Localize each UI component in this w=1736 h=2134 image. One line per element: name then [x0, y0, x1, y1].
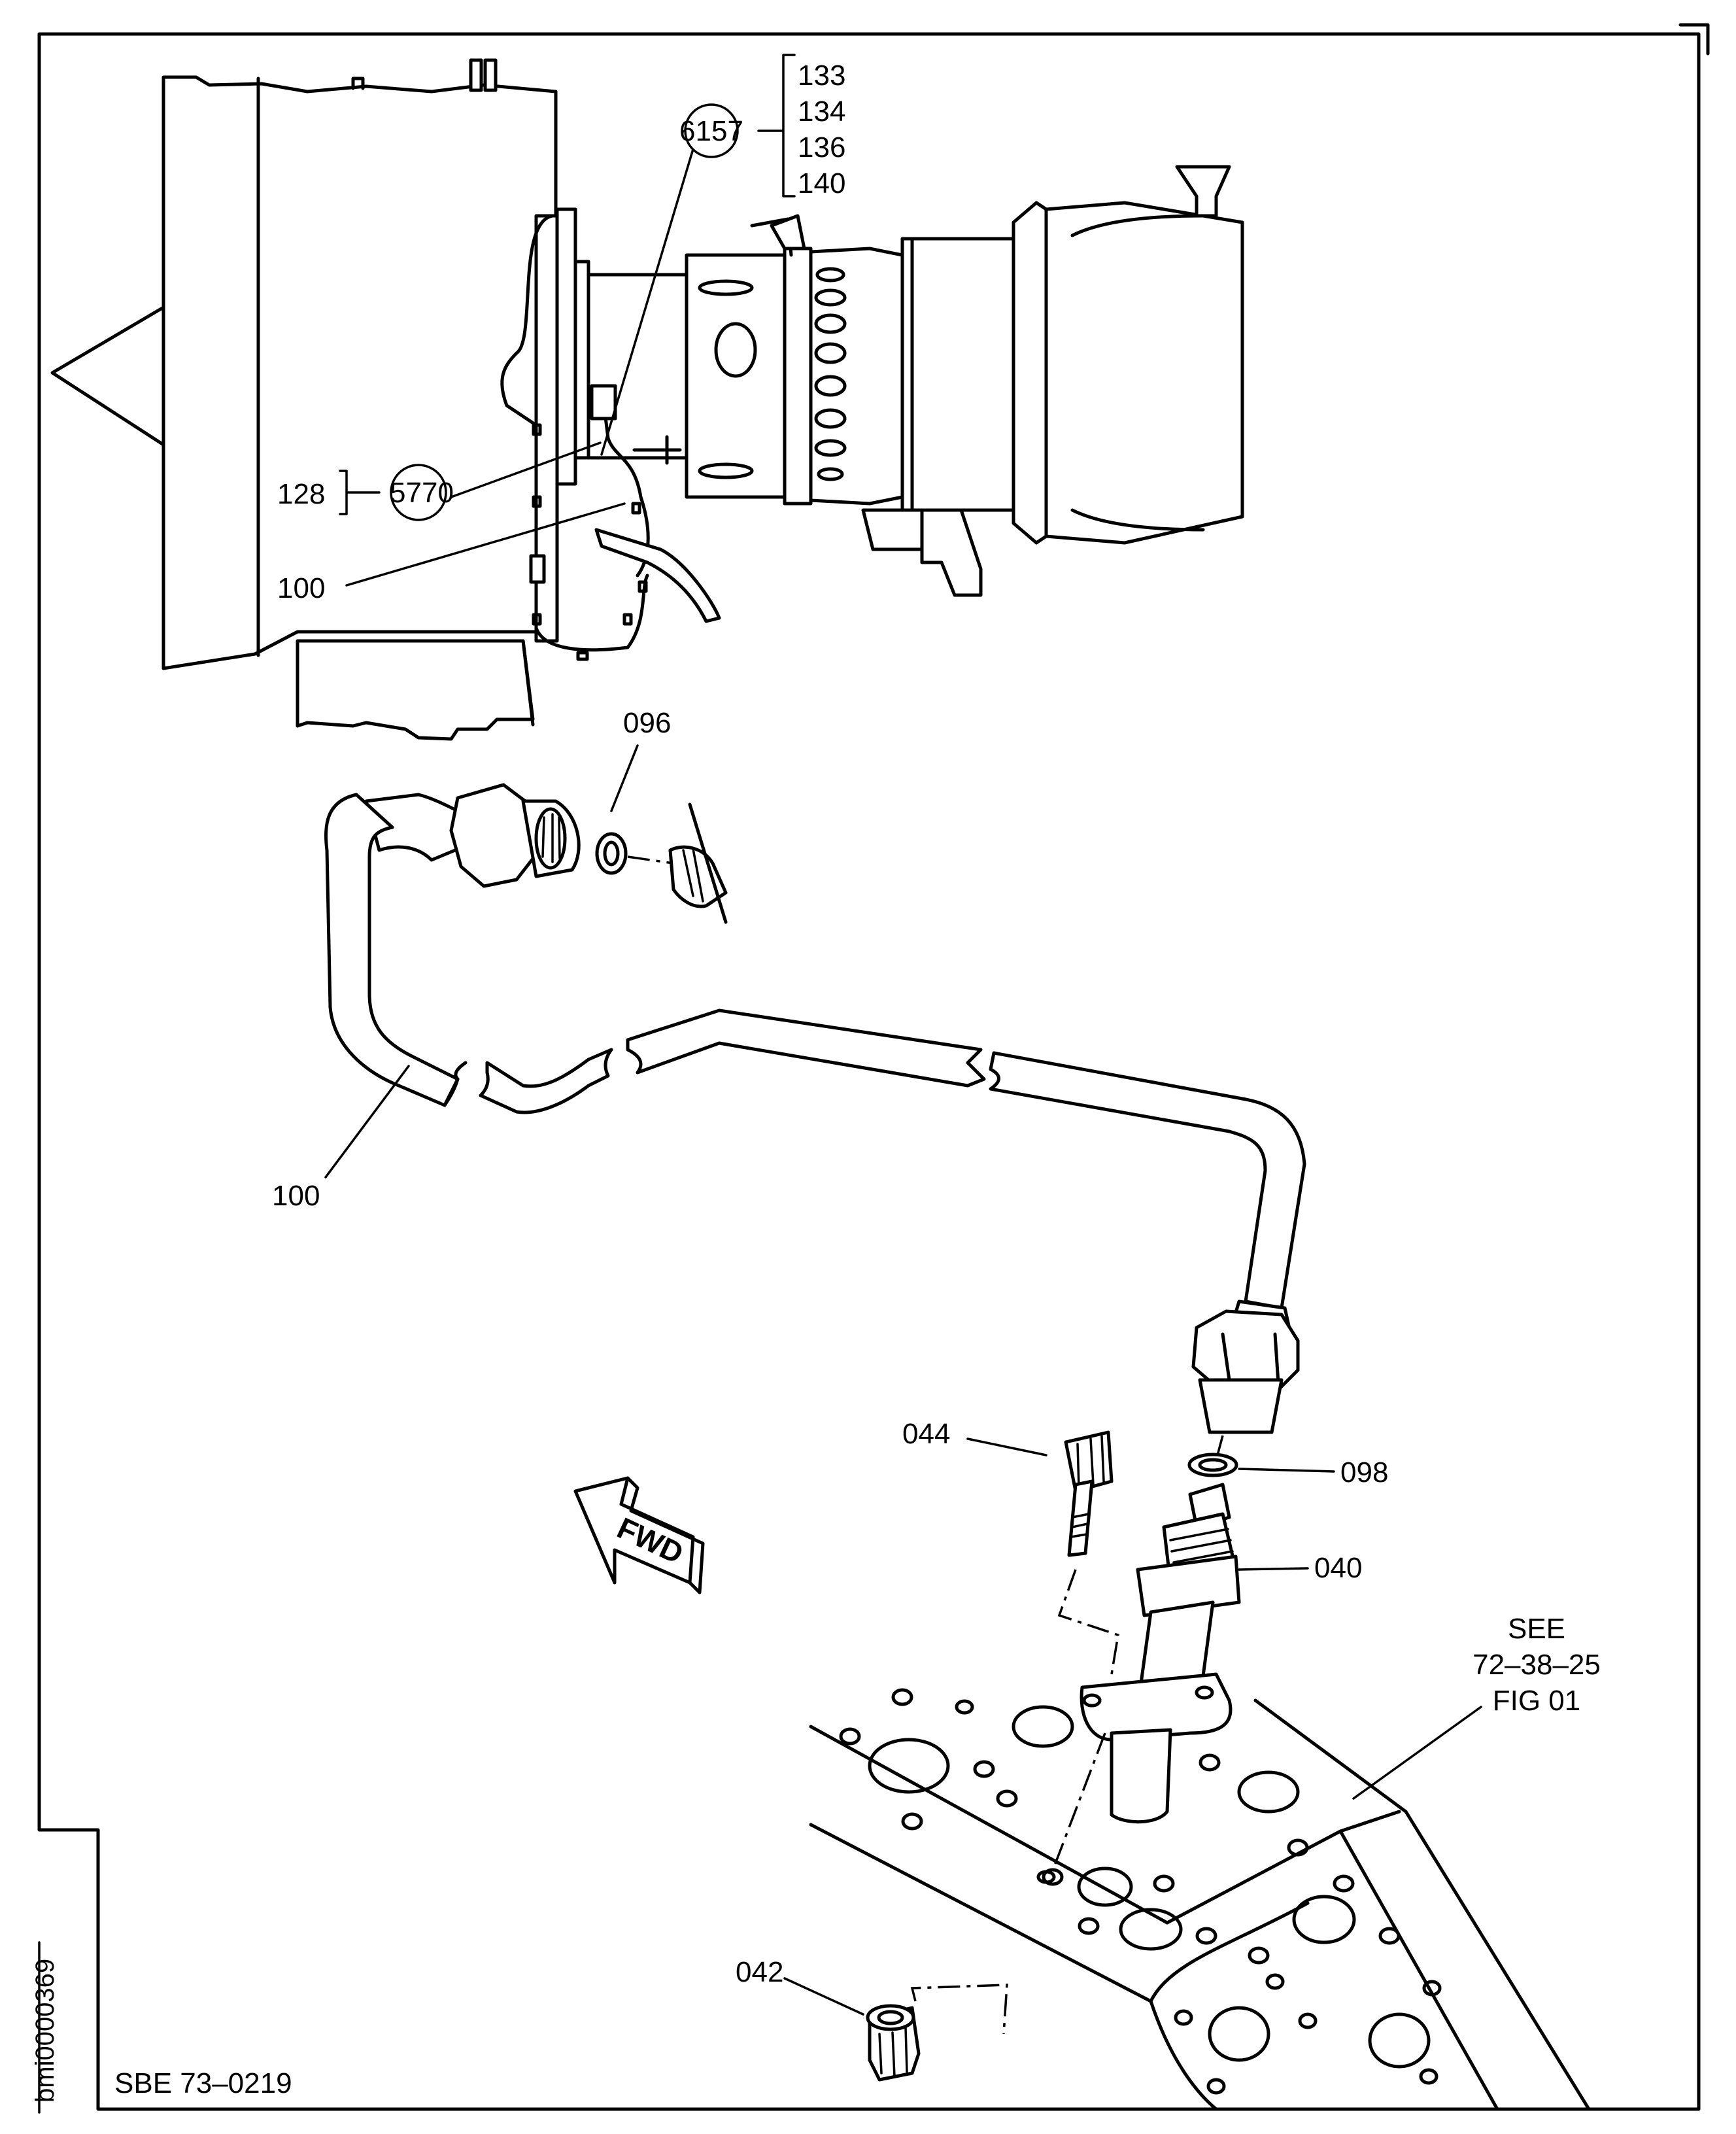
see-ref-line2: 72–38–25 — [1472, 1649, 1601, 1681]
label-100-tube: 100 — [272, 1180, 320, 1212]
bolt-044 — [966, 1430, 1114, 1557]
drawing-frame — [37, 23, 1710, 2111]
upper-leaders — [339, 54, 796, 587]
see-ref-line3: FIG 01 — [1493, 1685, 1581, 1717]
figure-id-block: bmi0000369 — [31, 1941, 60, 2114]
label-098: 098 — [1340, 1456, 1388, 1489]
seal-096 — [595, 744, 639, 875]
label-134: 134 — [798, 95, 845, 128]
seal-098 — [1187, 1453, 1335, 1477]
sbe-reference: SBE 73–0219 — [114, 2067, 292, 2099]
label-133: 133 — [798, 60, 845, 92]
engine-overview — [50, 58, 1244, 741]
label-042: 042 — [736, 1956, 783, 1988]
balloon-5770: 5770 — [390, 464, 454, 521]
label-136: 136 — [798, 131, 845, 163]
balloon-5770-text: 5770 — [390, 477, 454, 509]
probe-040 — [1080, 1483, 1309, 1824]
label-128: 128 — [277, 478, 325, 510]
balloon-6157-text: 6157 — [679, 115, 743, 147]
figure-id: bmi0000369 — [31, 1959, 60, 2103]
gearbox-housing — [809, 1688, 1591, 2111]
see-ref-line1: SEE — [1508, 1613, 1565, 1645]
label-100-upper: 100 — [277, 572, 325, 604]
label-096: 096 — [623, 707, 671, 739]
mating-adapter — [668, 802, 728, 924]
label-140: 140 — [798, 167, 845, 199]
label-044: 044 — [902, 1418, 950, 1450]
balloon-6157: 6157 — [679, 103, 743, 158]
fwd-arrow: FWD — [573, 1476, 705, 1594]
tube-assembly — [324, 783, 1306, 1434]
insert-042 — [783, 1977, 921, 2082]
label-040: 040 — [1314, 1552, 1362, 1584]
